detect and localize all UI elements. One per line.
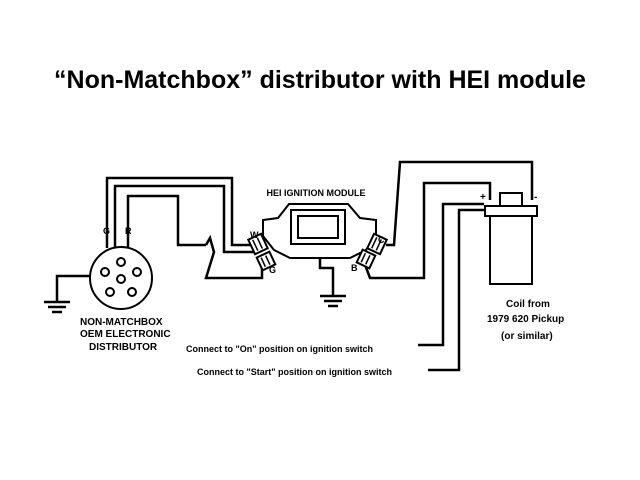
module-terminal-g-label: G (269, 265, 276, 275)
module-terminal-w-label: W (250, 230, 259, 240)
ground-symbol-distributor (44, 300, 70, 314)
diagram-title: “Non-Matchbox” distributor with HEI modu… (54, 66, 586, 94)
coil-label-line-2: 1979 620 Pickup (487, 314, 564, 325)
wire-module-c-to-coil (386, 160, 534, 247)
module-terminal-g (255, 250, 277, 272)
module-terminal-c-label: C (378, 235, 385, 245)
wire-on-switch (418, 202, 484, 347)
coil-label-line-3: (or similar) (501, 331, 553, 342)
wire-distributor-ground (55, 274, 90, 302)
wires (55, 160, 534, 372)
coil-plus-label: + (480, 192, 486, 203)
module-label: HEI IGNITION MODULE (267, 188, 366, 198)
distributor-terminal-g-label: G (103, 226, 110, 236)
wire-start-switch (428, 208, 484, 372)
note-on-position: Connect to "On" position on ignition swi… (186, 344, 373, 354)
wire-module-b-to-coil (362, 181, 492, 280)
ground-symbol-module (320, 294, 346, 308)
distributor-label-line-1: NON-MATCHBOX (80, 317, 163, 328)
distributor-label-line-3: DISTRIBUTOR (89, 342, 158, 353)
module-terminal-w (246, 232, 270, 256)
distributor-label-line-2: OEM ELECTRONIC (80, 329, 171, 340)
wire-distributor-g-to-module-w (105, 176, 255, 248)
ignition-coil (484, 192, 538, 285)
module-terminal-b-label: B (351, 263, 358, 273)
module-terminal-b (355, 248, 377, 270)
coil-minus-label: - (534, 192, 537, 203)
coil-label-line-1: Coil from (506, 299, 550, 310)
module-terminal-c (365, 232, 389, 256)
note-start-position: Connect to "Start" position on ignition … (197, 367, 392, 377)
distributor-terminal-r-label: R (125, 226, 132, 236)
hei-module (246, 203, 389, 272)
wire-distributor-r-to-module-g (126, 194, 206, 248)
distributor (89, 246, 153, 310)
